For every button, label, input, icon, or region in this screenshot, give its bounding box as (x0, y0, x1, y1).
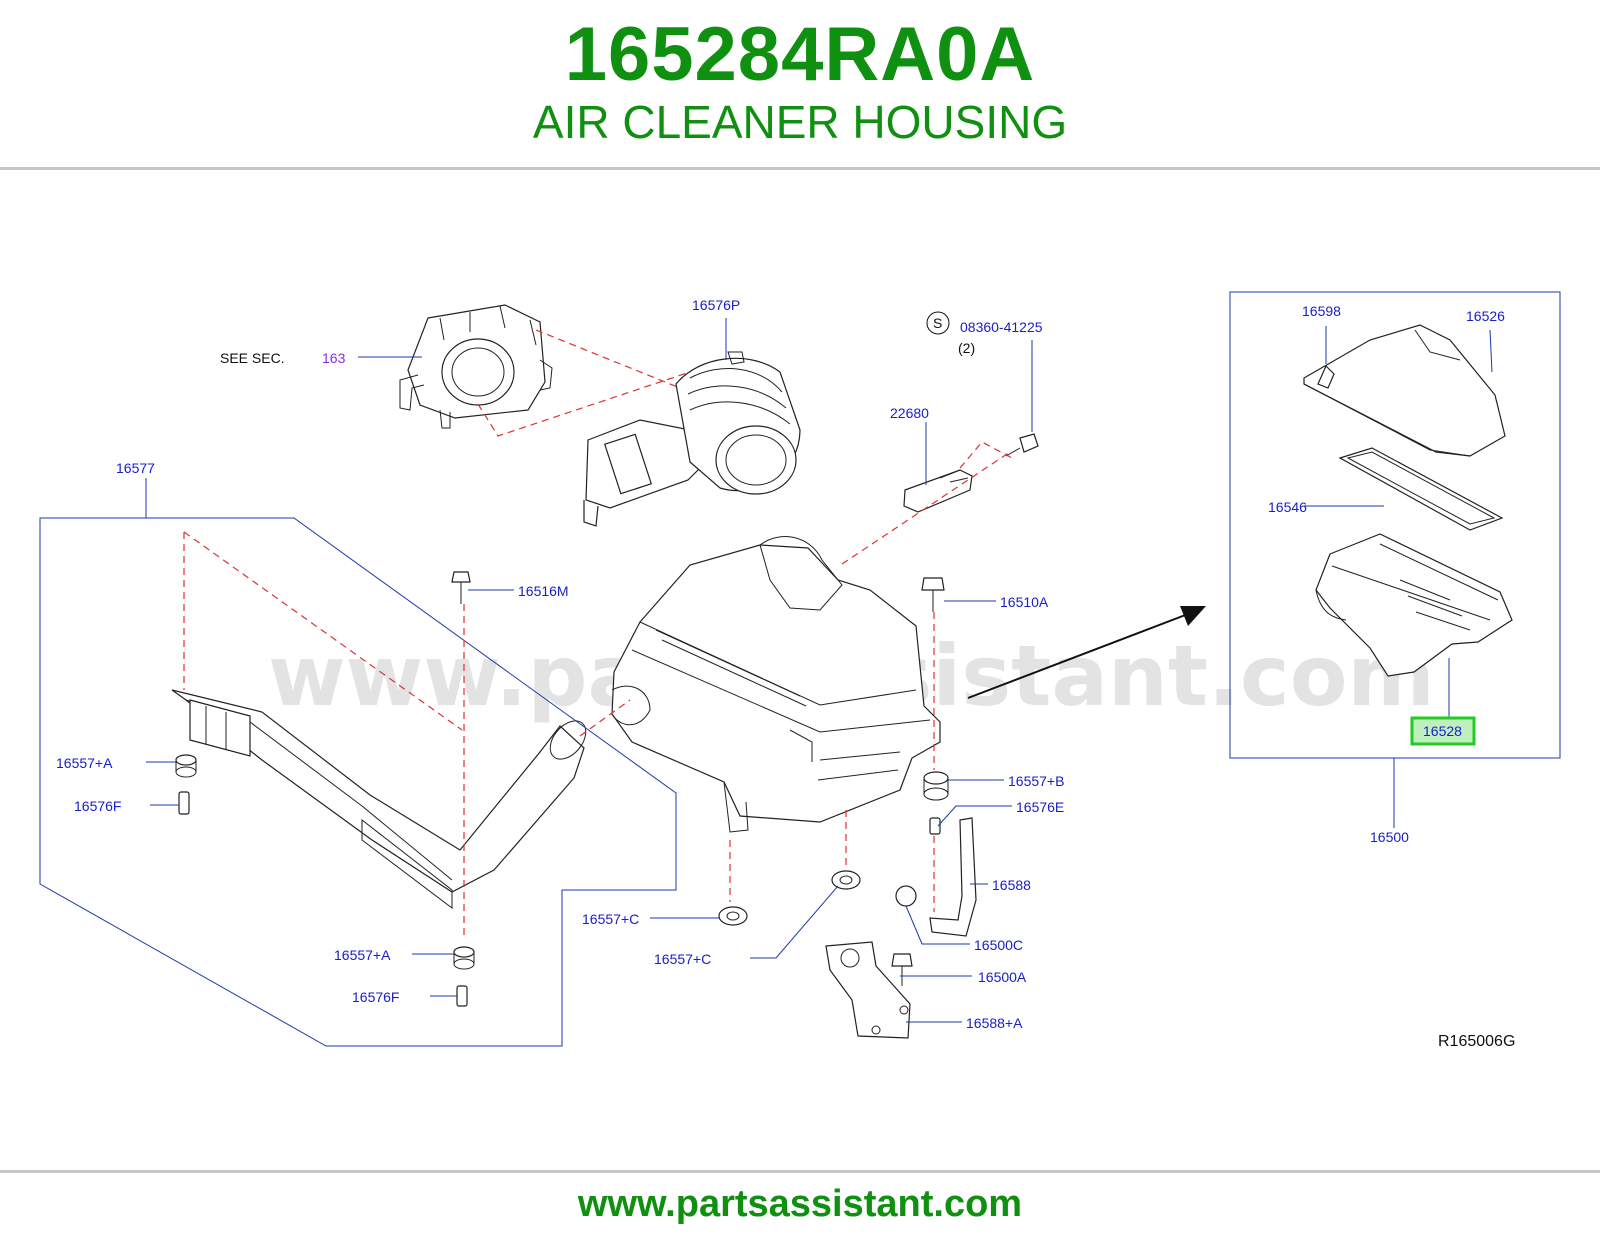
callout-16500C: 16500C (974, 937, 1023, 953)
callout-16557A-left: 16557+A (56, 755, 113, 771)
callout-16588A: 16588+A (966, 1015, 1023, 1031)
screw-quantity: (2) (958, 340, 975, 356)
header-divider (0, 167, 1600, 170)
footer-divider (0, 1170, 1600, 1173)
arrow-to-inset (967, 606, 1206, 699)
callout-16576E: 16576E (1016, 799, 1064, 815)
throttle-body-illustration (399, 304, 553, 429)
leader-lines (39, 318, 1493, 1047)
air-duct-16577-illustration (171, 689, 587, 910)
inset-lower-case-16528-illustration (1315, 533, 1513, 677)
callout-16576F-mid: 16576F (352, 989, 399, 1005)
highlight-box-16528 (1410, 716, 1476, 746)
callout-16557B: 16557+B (1008, 773, 1064, 789)
sensor-22680-illustration (903, 433, 1039, 513)
callout-16557A-mid: 16557+A (334, 947, 391, 963)
callout-16546: 16546 (1268, 499, 1307, 515)
diagram-code: R165006G (1438, 1033, 1515, 1050)
callout-16577: 16577 (116, 460, 155, 476)
callout-16557C-1: 16557+C (582, 911, 639, 927)
callout-16576F-left: 16576F (74, 798, 121, 814)
part-number-title: 165284RA0A (564, 12, 1036, 97)
callout-22680: 22680 (890, 405, 929, 421)
inset-filter-16546-illustration (1338, 447, 1504, 531)
page-header: 165284RA0A AIR CLEANER HOUSING (0, 0, 1600, 168)
callout-08360-41225: 08360-41225 (960, 319, 1043, 335)
inset-frame (1229, 291, 1561, 759)
callout-16500: 16500 (1370, 829, 1409, 845)
see-section-label: SEE SEC. (220, 350, 285, 366)
callout-16557C-2: 16557+C (654, 951, 711, 967)
callout-16500A: 16500A (978, 969, 1027, 985)
assembly-dashed-lines (183, 329, 1013, 940)
callout-16528-highlighted[interactable]: 16528 (1423, 723, 1462, 739)
callout-16598: 16598 (1302, 303, 1341, 319)
see-section-number: 163 (322, 350, 346, 366)
footer-website-link[interactable]: www.partsassistant.com (577, 1183, 1023, 1225)
callout-16516M: 16516M (518, 583, 569, 599)
callout-16588: 16588 (992, 877, 1031, 893)
hardware-illustrations (175, 571, 977, 1039)
callout-16510A: 16510A (1000, 594, 1049, 610)
callout-16576P: 16576P (692, 297, 740, 313)
intake-duct-illustration (583, 351, 801, 527)
s-symbol-letter: S (933, 315, 942, 331)
s-symbol-circle (926, 311, 950, 335)
part-name-subtitle: AIR CLEANER HOUSING (532, 96, 1068, 148)
callout-16526: 16526 (1466, 308, 1505, 324)
inset-cover-16526-illustration (1303, 324, 1506, 457)
air-cleaner-housing-illustration (611, 536, 941, 833)
